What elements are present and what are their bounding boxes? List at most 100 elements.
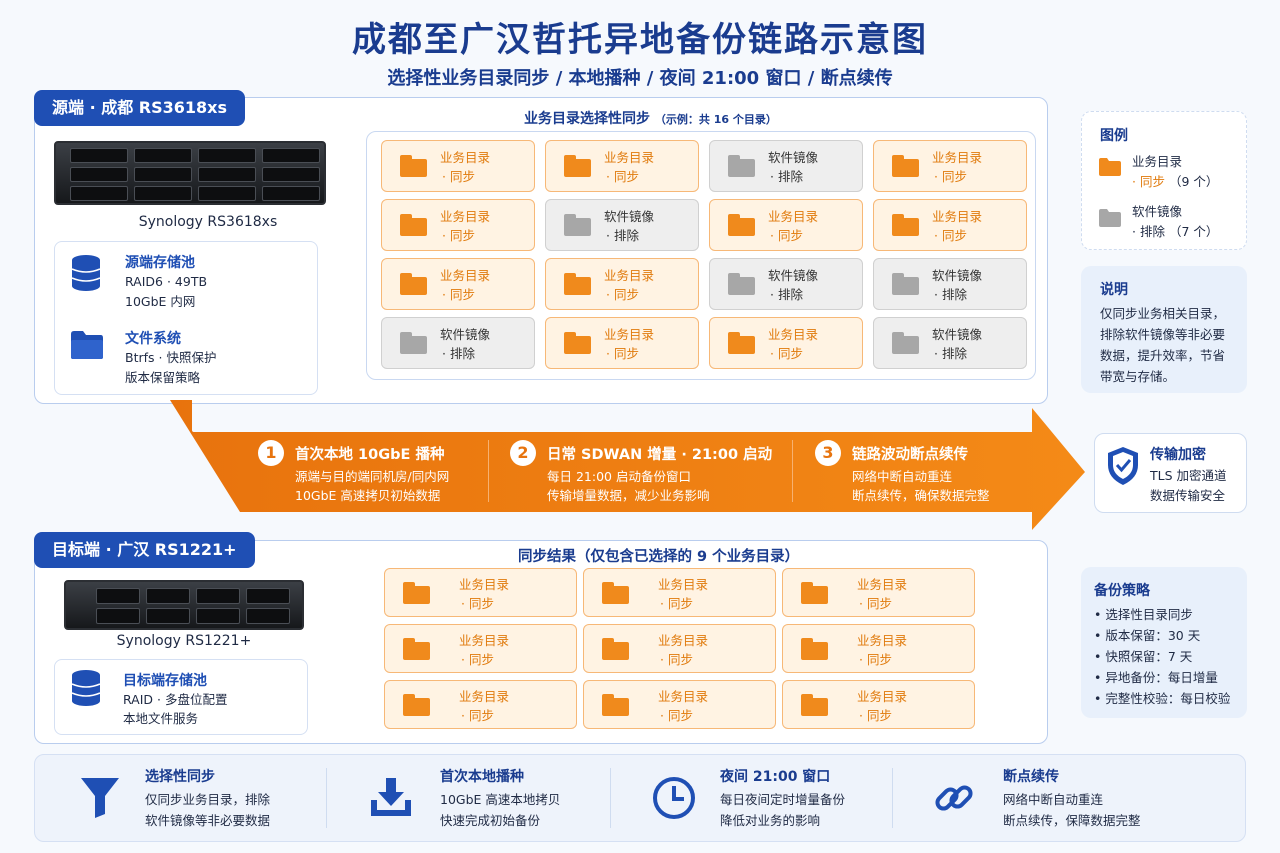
tile-label: 业务目录 [459, 576, 510, 592]
target-pool-line2: 本地文件服务 [123, 711, 199, 726]
tile-label: 业务目录 [604, 268, 655, 283]
tile-label: 业务目录 [658, 576, 709, 592]
notes-title: 说明 [1100, 282, 1128, 298]
feature-divider [326, 768, 327, 828]
result-business-dir-tile: 业务目录· 同步 [782, 680, 975, 729]
tile-status: · 同步 [859, 595, 892, 611]
tile-label: 业务目录 [768, 327, 819, 342]
folder-icon [801, 637, 828, 660]
result-business-dir-tile: 业务目录· 同步 [583, 624, 776, 673]
result-business-dir-tile: 业务目录· 同步 [384, 680, 577, 729]
source-directory-grid: 业务目录· 同步业务目录· 同步软件镜像· 排除业务目录· 同步业务目录· 同步… [366, 131, 1036, 380]
feature-3-line1: 每日夜间定时增量备份 [720, 792, 846, 807]
tile-status: · 同步 [606, 169, 639, 184]
legend-title: 图例 [1100, 128, 1128, 144]
source-pool-line1: RAID6 · 49TB [125, 274, 208, 289]
source-business-dir-tile: 业务目录· 同步 [545, 258, 699, 310]
rs3618xs-device-image [54, 141, 326, 205]
result-business-dir-tile: 业务目录· 同步 [583, 680, 776, 729]
step-1-badge: 1 [258, 440, 284, 466]
tile-label: 业务目录 [932, 150, 983, 165]
source-business-dir-tile: 业务目录· 同步 [381, 199, 535, 251]
folder-icon [400, 214, 427, 236]
tile-label: 业务目录 [857, 632, 908, 648]
feature-2-line2: 快速完成初始备份 [440, 813, 541, 828]
legend-excluded-folder-icon [1099, 209, 1121, 231]
database-icon [70, 254, 102, 296]
folder-icon [564, 273, 591, 295]
step-3-badge: 3 [815, 440, 841, 466]
page-title: 成都至广汉哲托异地备份链路示意图 [352, 20, 928, 60]
feature-3-title: 夜间 21:00 窗口 [720, 769, 831, 785]
source-software-image-tile: 软件镜像· 排除 [709, 258, 863, 310]
folder-icon [801, 581, 828, 604]
tile-label: 业务目录 [440, 150, 491, 165]
step-1-title: 首次本地 10GbE 播种 [295, 447, 445, 463]
filesystem-title: 文件系统 [125, 331, 181, 347]
tile-label: 软件镜像 [768, 150, 819, 165]
tile-label: 软件镜像 [932, 268, 983, 283]
step-2-line1: 每日 21:00 启动备份窗口 [547, 469, 691, 484]
folder-icon [602, 637, 629, 660]
shield-icon [1106, 446, 1140, 490]
feature-4-line1: 网络中断自动重连 [1003, 792, 1104, 807]
feature-4-line2: 断点续传，保障数据完整 [1003, 813, 1141, 828]
source-software-image-tile: 软件镜像· 排除 [873, 258, 1027, 310]
source-software-image-tile: 软件镜像· 排除 [545, 199, 699, 251]
result-grid-title: 同步结果（仅包含已选择的 9 个业务目录） [518, 549, 800, 565]
feature-2-line1: 10GbE 高速本地拷贝 [440, 792, 561, 807]
notes-line: 带宽与存储。 [1100, 369, 1176, 384]
legend-sync-status: · 同步 （9 个） [1132, 171, 1218, 192]
backup-flow-arrow [166, 400, 1091, 539]
source-business-dir-tile: 业务目录 · 同步 [381, 140, 535, 192]
source-business-dir-tile: 业务目录· 同步 [381, 258, 535, 310]
tile-label: 业务目录 [857, 576, 908, 592]
folder-icon [400, 332, 427, 354]
link-icon [932, 776, 976, 824]
legend-excluded-status: · 排除 （7 个） [1132, 221, 1218, 242]
page-subtitle: 选择性业务目录同步 / 本地播种 / 夜间 21:00 窗口 / 断点续传 [387, 68, 893, 89]
tile-status: · 排除 [770, 169, 803, 184]
folder-icon [728, 155, 755, 177]
tile-status: · 同步 [934, 169, 967, 184]
step-divider [488, 440, 489, 502]
tile-status: · 排除 [934, 346, 967, 361]
folder-icon [801, 693, 828, 716]
tile-status: · 同步 [442, 169, 475, 184]
tile-status: · 同步 [859, 707, 892, 723]
tile-label: 业务目录 [932, 209, 983, 224]
encryption-line2: 数据传输安全 [1150, 488, 1226, 503]
folder-icon [892, 155, 919, 177]
folder-icon [70, 330, 104, 364]
tile-status: · 同步 [770, 346, 803, 361]
tile-status: · 同步 [442, 287, 475, 302]
filesystem-line2: 版本保留策略 [125, 370, 201, 385]
folder-icon [403, 637, 430, 660]
legend-excluded-label: 软件镜像 [1132, 204, 1183, 219]
feature-1-title: 选择性同步 [145, 769, 215, 785]
step-1-line1: 源端与目的端同机房/同内网 [295, 469, 450, 484]
step-2-title: 日常 SDWAN 增量 · 21:00 启动 [547, 447, 773, 463]
source-software-image-tile: 软件镜像· 排除 [381, 317, 535, 369]
legend-sync-count: （9 个） [1168, 174, 1219, 189]
folder-icon [564, 332, 591, 354]
feature-divider [892, 768, 893, 828]
step-divider [792, 440, 793, 502]
folder-icon [602, 693, 629, 716]
clock-icon [652, 776, 696, 824]
folder-icon [403, 581, 430, 604]
policy-card [1081, 567, 1247, 718]
feature-3-line2: 降低对业务的影响 [720, 813, 821, 828]
database-icon [70, 669, 102, 711]
download-icon [369, 776, 413, 822]
result-business-dir-tile: 业务目录· 同步 [583, 568, 776, 617]
folder-icon [400, 273, 427, 295]
tile-label: 业务目录 [768, 209, 819, 224]
feature-1-line2: 软件镜像等非必要数据 [145, 813, 271, 828]
folder-icon [892, 332, 919, 354]
step-2-line2: 传输增量数据，减少业务影响 [547, 488, 710, 503]
policy-item: • 快照保留：7 天 [1094, 649, 1193, 664]
encryption-title: 传输加密 [1150, 447, 1206, 463]
feature-4-title: 断点续传 [1003, 769, 1059, 785]
tile-status: · 同步 [660, 707, 693, 723]
